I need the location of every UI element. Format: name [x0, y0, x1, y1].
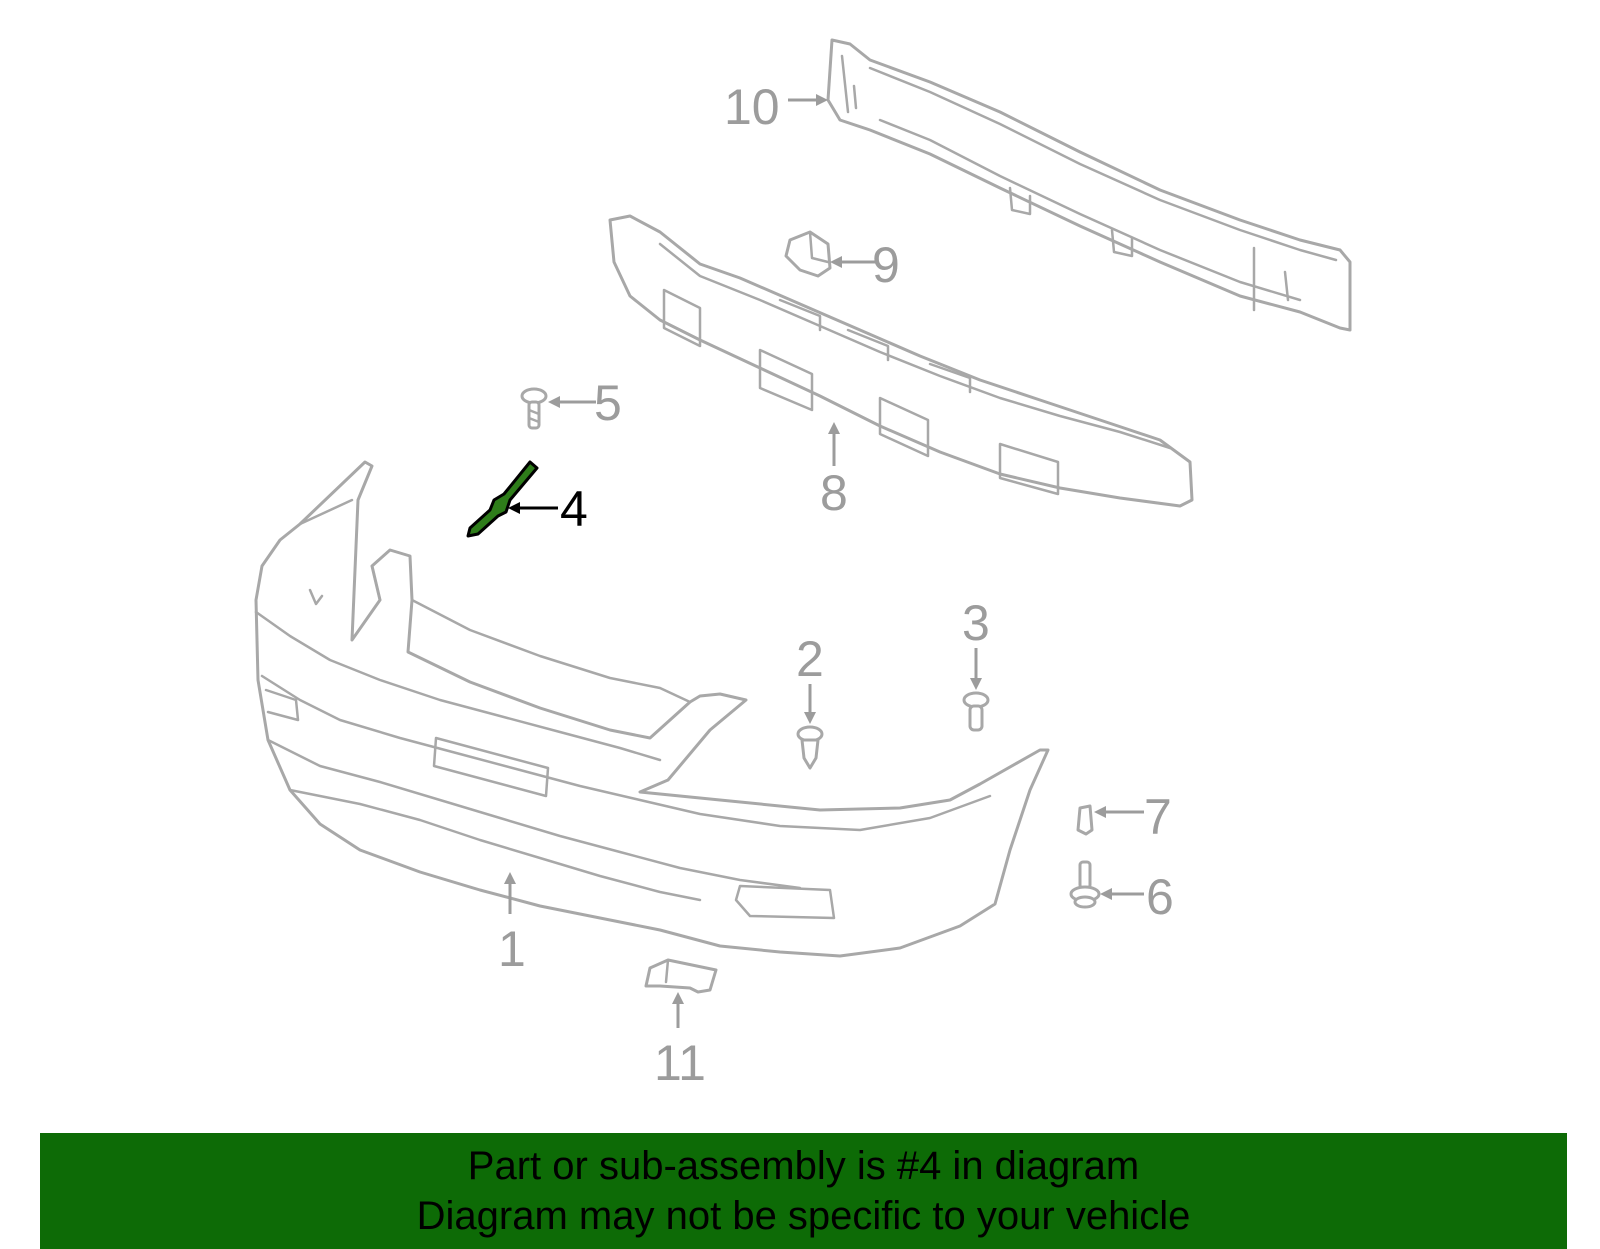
callout-9[interactable]: 9 — [872, 237, 900, 293]
part-1-bumper-cover[interactable] — [254, 460, 1050, 958]
callout-7[interactable]: 7 — [1144, 789, 1172, 845]
callout-10[interactable]: 10 — [724, 79, 780, 135]
callout-5[interactable]: 5 — [594, 375, 622, 431]
callout-labels: 10 9 5 4 8 2 3 7 6 1 11 — [498, 79, 1174, 1091]
part-7-nut[interactable] — [1076, 804, 1094, 836]
callout-2[interactable]: 2 — [796, 631, 824, 687]
callout-8[interactable]: 8 — [820, 465, 848, 521]
callout-6[interactable]: 6 — [1146, 869, 1174, 925]
part-9-clip[interactable] — [784, 230, 832, 278]
part-5-bolt[interactable] — [520, 387, 548, 430]
part-4-bracket[interactable] — [466, 460, 539, 538]
part-8-energy-absorber[interactable] — [608, 214, 1194, 508]
callout-1[interactable]: 1 — [498, 921, 526, 977]
callout-11[interactable]: 11 — [654, 1035, 706, 1091]
callout-3[interactable]: 3 — [962, 595, 990, 651]
part-11-bracket[interactable] — [644, 958, 718, 994]
info-banner: Part or sub-assembly is #4 in diagram Di… — [40, 1133, 1567, 1249]
part-3-retainer[interactable] — [962, 691, 990, 732]
banner-line-part: Part or sub-assembly is #4 in diagram — [467, 1144, 1140, 1188]
leader-arrows — [504, 94, 1144, 1028]
part-6-bolt[interactable] — [1069, 860, 1101, 909]
callout-4[interactable]: 4 — [560, 481, 588, 537]
parts-diagram: 10 9 5 4 8 2 3 7 6 1 11 — [254, 38, 1352, 1091]
banner-line-disclaimer: Diagram may not be specific to your vehi… — [416, 1194, 1191, 1238]
part-10-reinforcement-beam[interactable] — [826, 38, 1352, 332]
part-2-push-pin[interactable] — [796, 725, 824, 770]
